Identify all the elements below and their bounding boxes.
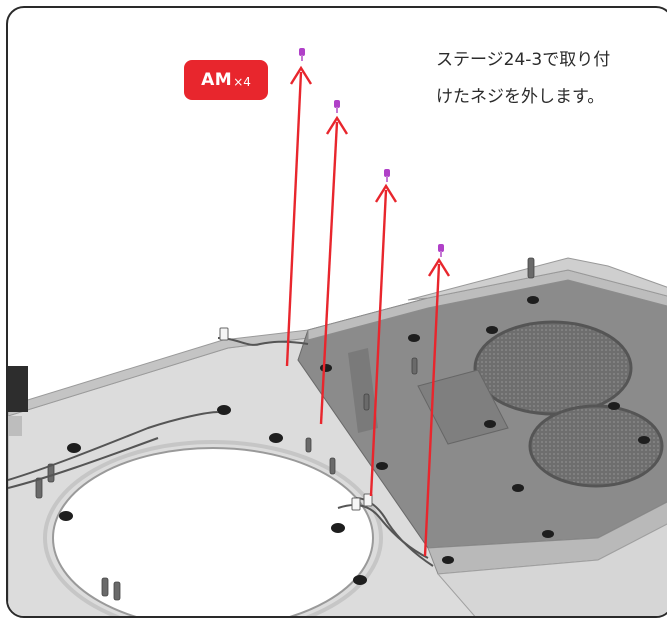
left-bracket — [8, 366, 28, 412]
chassis-back-flange — [407, 257, 667, 301]
arrow-screw-3 — [369, 169, 398, 497]
opening-rim — [43, 440, 383, 616]
instruction-line-2: けたネジを外します。 — [436, 87, 605, 107]
part-code: AM — [201, 70, 233, 90]
removal-arrows — [285, 48, 451, 557]
instruction-line-1: ステージ24-3で取り付 — [436, 50, 611, 70]
large-circular-opening — [52, 447, 374, 616]
arrow-screw-1 — [285, 48, 313, 367]
standoffs — [59, 296, 650, 585]
left-bracket-plate — [8, 416, 22, 436]
mesh-grille-lower — [528, 404, 664, 488]
posts — [35, 257, 535, 601]
diagram-frame: AM ×4 ステージ24-3で取り付 けたネジを外します。 — [6, 6, 667, 618]
arrow-screw-4 — [423, 244, 451, 557]
part-badge: AM ×4 — [184, 60, 268, 100]
assembly-illustration — [8, 48, 667, 616]
instruction-text: ステージ24-3で取り付 けたネジを外します。 — [436, 42, 662, 116]
plate-strip — [348, 348, 378, 433]
arrow-screw-2 — [319, 100, 349, 425]
part-multiplier: ×4 — [233, 74, 251, 89]
cable-connectors — [219, 327, 373, 511]
mesh-grille-upper — [473, 320, 633, 416]
